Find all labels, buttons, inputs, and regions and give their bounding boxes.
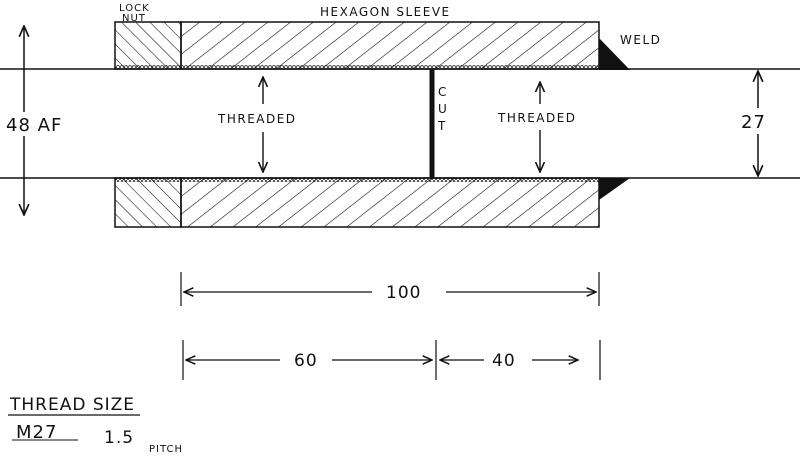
hexagon-sleeve-label: HEXAGON SLEEVE (320, 5, 451, 19)
hexagon-sleeve-upper (180, 21, 600, 70)
lock-nut-lower (114, 177, 182, 228)
weld-lower (599, 178, 630, 200)
cut-letter-c: C (438, 85, 448, 99)
af-label-bg (4, 112, 68, 136)
dimension-100-label: 100 (386, 283, 421, 303)
weld-upper (599, 38, 630, 70)
thread-pitch-unit: PITCH (149, 444, 183, 455)
weld-label: WELD (620, 33, 661, 47)
dimension-40-label: 40 (492, 351, 516, 371)
lock-nut-label-line1: LOCK (119, 3, 150, 14)
hexagon-sleeve-lower (180, 177, 600, 228)
cut-letter-t: T (437, 119, 447, 133)
lower-wall (114, 177, 630, 228)
thread-band-upper (115, 65, 599, 69)
cut-letter-u: U (438, 102, 448, 116)
lock-nut-upper (114, 21, 182, 70)
thread-band-lower (115, 178, 599, 182)
lock-nut-label-line2: NUT (122, 13, 146, 24)
dimension-60-label: 60 (294, 351, 318, 371)
thread-size-heading: THREAD SIZE (9, 395, 135, 415)
thread-pitch-value: 1.5 (104, 428, 134, 448)
thread-size-value: M27 (16, 422, 57, 443)
threaded-right-label: THREADED (497, 111, 577, 125)
across-flats-label: 48 AF (6, 115, 62, 136)
upper-wall (114, 21, 630, 70)
threaded-left-label: THREADED (217, 112, 297, 126)
bore-diameter-label: 27 (741, 112, 766, 133)
bore-label-bg (740, 108, 774, 134)
